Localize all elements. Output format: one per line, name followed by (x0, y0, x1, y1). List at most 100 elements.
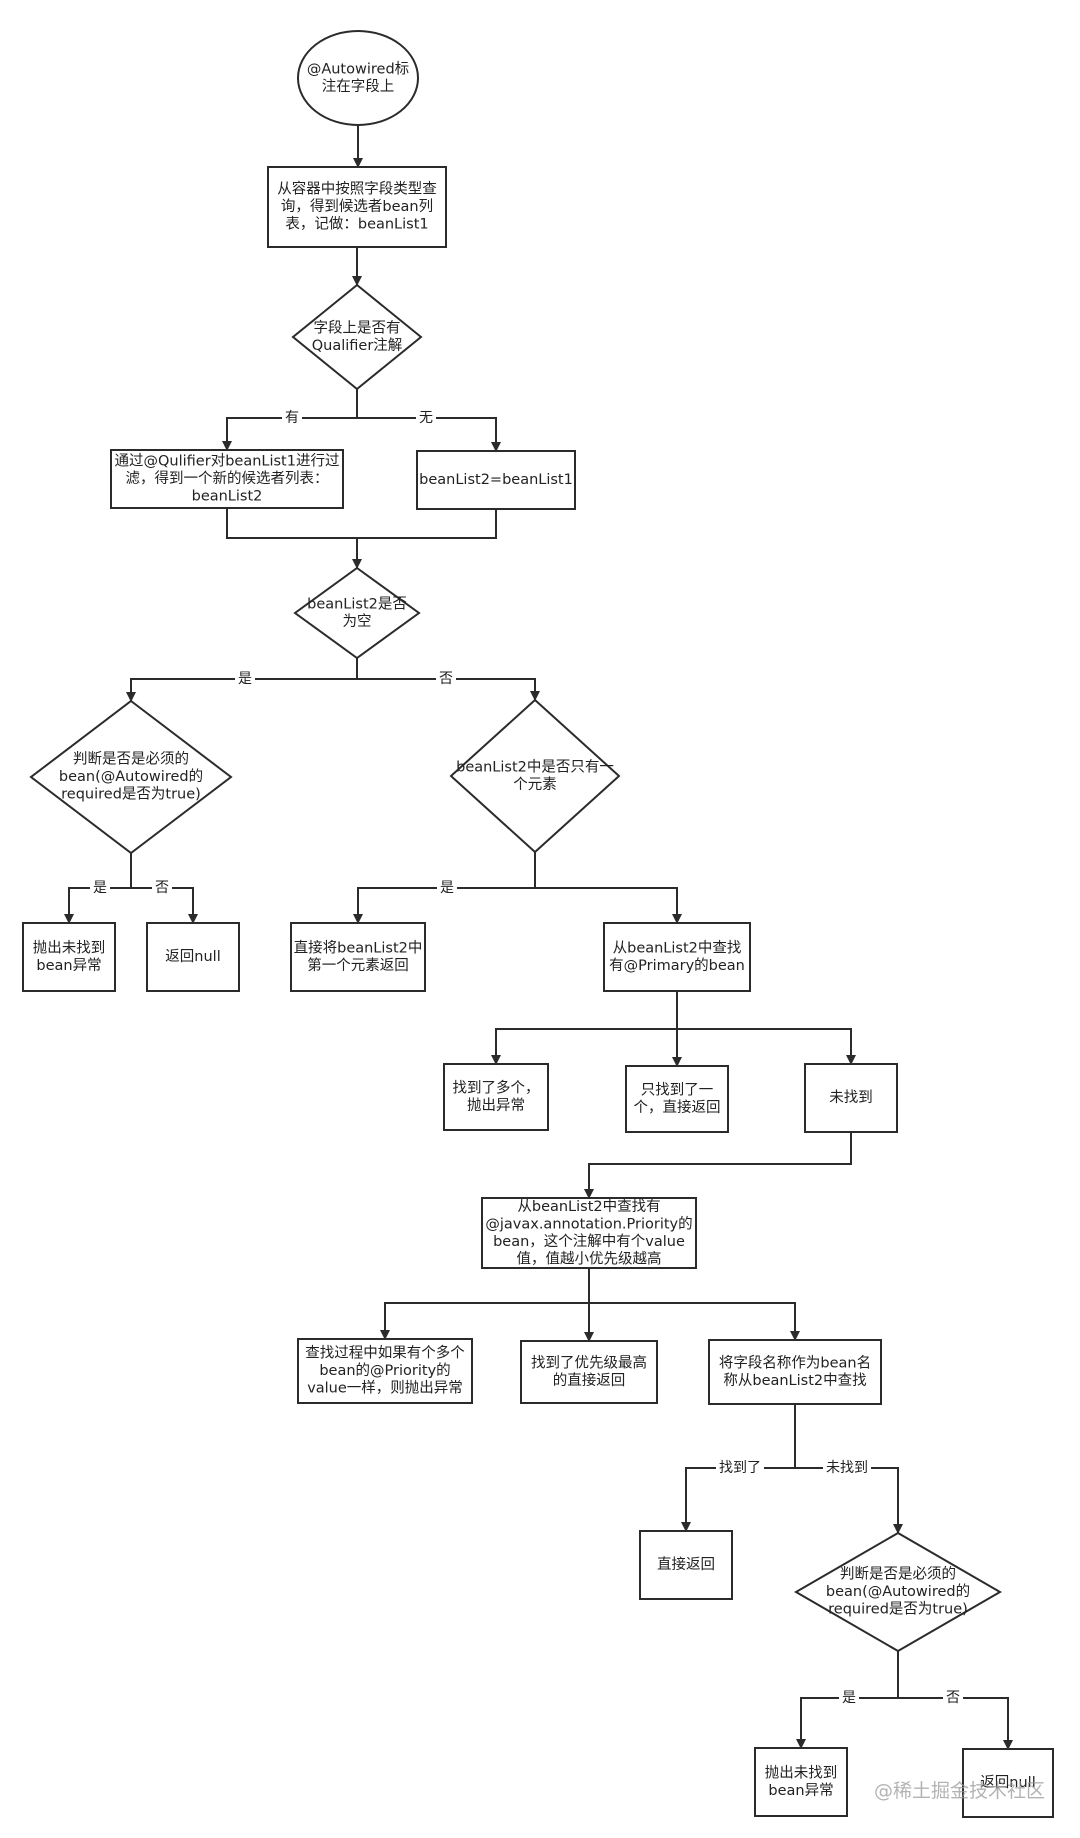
node-shape (146, 922, 240, 992)
node-multi: 找到了多个，抛出异常 (443, 1063, 549, 1131)
node-shape (293, 566, 421, 660)
node-text-line: bean异常 (768, 1782, 833, 1799)
node-text-line: 找到了优先级最高 (531, 1354, 647, 1371)
edge-label-found: 找到了 (716, 1459, 764, 1477)
node-null1: 返回null (146, 922, 240, 992)
edge-label-text: 是 (93, 880, 107, 896)
edge-label-text: 否 (946, 1690, 960, 1706)
edge-label-yes: 是 (90, 879, 110, 897)
node-shape (22, 922, 116, 992)
node-shape (520, 1340, 658, 1404)
edge-label-yes: 是 (235, 670, 255, 688)
node-text-line: 抛出未找到 (33, 939, 106, 956)
node-shape (290, 922, 426, 992)
edge-label-text: 否 (439, 671, 453, 687)
node-null2: 返回null (962, 1748, 1054, 1818)
node-shape (29, 699, 233, 855)
node-assign: beanList2=beanList1 (416, 450, 576, 510)
node-text-line: 抛出未找到 (765, 1764, 838, 1781)
node-text-line: bean，这个注解中有个value (493, 1233, 685, 1250)
node-text-line: 返回null (165, 948, 220, 965)
edges (64, 125, 1013, 1750)
node-text-line: 为空 (343, 613, 372, 630)
node-shape (794, 1531, 1002, 1653)
edge-label-yes: 是 (839, 1689, 859, 1707)
node-text-line: bean异常 (36, 957, 101, 974)
nodes: @Autowired标注在字段上从容器中按照字段类型查询，得到候选者bean列表… (22, 30, 1054, 1818)
node-shape (291, 283, 423, 391)
node-text-line: 只找到了一 (641, 1081, 714, 1098)
node-priority: 从beanList2中查找有@javax.annotation.Priority… (481, 1197, 697, 1269)
node-text-line: bean的@Priority的 (319, 1362, 450, 1379)
edge-label-bg (943, 1689, 963, 1707)
edge-empty-required1 (126, 678, 357, 702)
edge-label-bg (90, 879, 110, 897)
edge-label-yes: 是 (437, 879, 457, 897)
node-text-line: 字段上是否有 (314, 319, 401, 336)
node-text-line: 个元素 (513, 776, 557, 793)
node-text-line: 询，得到候选者bean列 (281, 198, 433, 215)
edge-priority-same (380, 1302, 589, 1340)
edge-label-no: 否 (152, 879, 172, 897)
edge-label-bg (416, 409, 436, 427)
edge-label-bg (716, 1459, 764, 1477)
node-text-line: 滤，得到一个新的候选者列表： (126, 470, 329, 487)
node-shape (297, 1338, 473, 1404)
edge-primary-multi (491, 1028, 677, 1065)
node-notfound: 未找到 (804, 1063, 898, 1133)
watermark: @稀土掘金技术社区 (874, 1780, 1045, 1802)
edge-label-text: 是 (238, 671, 252, 687)
node-text-line: 从beanList2中查找 (613, 939, 742, 956)
edge-label-text: 是 (842, 1690, 856, 1706)
node-text-line: 查找过程中如果有个多个 (305, 1345, 465, 1362)
node-text-line: 的直接返回 (553, 1372, 626, 1389)
node-text-line: 注在字段上 (322, 78, 395, 95)
node-shape (267, 166, 447, 248)
edge-primary-notfound (677, 1028, 856, 1065)
edge-label-bg (282, 409, 302, 427)
node-text-line: beanList2是否 (307, 596, 407, 612)
edge-label-bg (437, 879, 457, 897)
node-text-line: 判断是否是必须的 (840, 1566, 956, 1583)
node-shape (449, 698, 621, 854)
edge-label-bg (152, 879, 172, 897)
node-shape (603, 922, 751, 992)
edge-label-bg (823, 1459, 871, 1477)
node-text-line: required是否为true) (61, 786, 201, 803)
edge-label-no: 否 (436, 670, 456, 688)
node-text-line: 从容器中按照字段类型查 (277, 181, 437, 198)
node-shape (754, 1747, 848, 1817)
edge-label-bg (436, 670, 456, 688)
node-text-line: 找到了多个， (453, 1079, 540, 1096)
edge-label-no: 否 (943, 1689, 963, 1707)
edge-label-has: 有 (282, 409, 302, 427)
node-text-line: 判断是否是必须的 (73, 751, 189, 768)
node-text-line: 有@Primary的bean (609, 957, 745, 974)
node-shape (625, 1065, 729, 1133)
node-shape (708, 1339, 882, 1405)
node-shape (639, 1530, 733, 1600)
node-shape (416, 450, 576, 510)
node-shape (110, 449, 344, 509)
node-text-line: 从beanList2中查找有 (517, 1198, 660, 1215)
node-text-line: 未找到 (829, 1089, 873, 1106)
edge-required1-null1 (131, 887, 198, 924)
edge-label-bg (235, 670, 255, 688)
node-text-line: 表，记做：beanList1 (285, 216, 428, 233)
edge-label-text: 找到了 (719, 1460, 761, 1476)
node-text-line: 抛出异常 (467, 1097, 525, 1114)
node-text-line: 直接将beanList2中 (294, 939, 423, 956)
edge-filter-merge (226, 508, 357, 539)
node-shape (804, 1063, 898, 1133)
node-text-line: beanList2 (192, 489, 263, 505)
node-text-line: beanList2中是否只有一 (456, 758, 614, 775)
